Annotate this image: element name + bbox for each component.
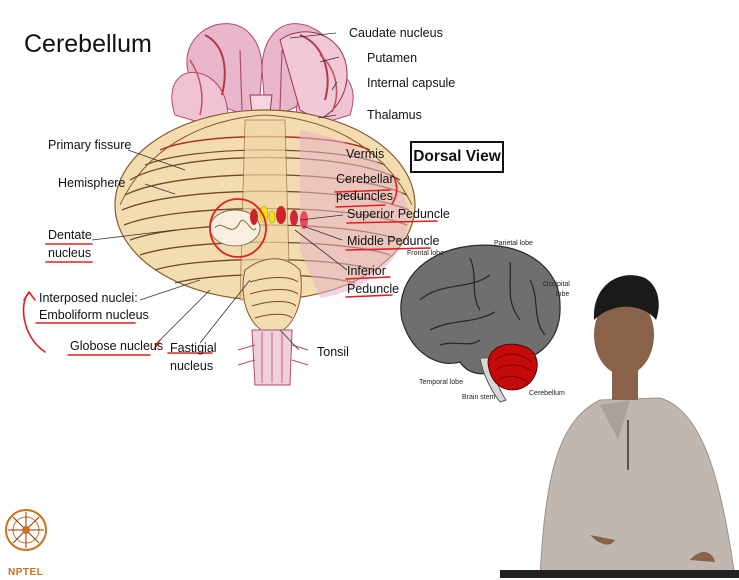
label-fastigial-nucleus-1: Fastigial	[170, 341, 217, 355]
label-vermis: Vermis	[346, 147, 384, 161]
label-tonsil: Tonsil	[317, 345, 349, 359]
label-putamen: Putamen	[367, 51, 417, 65]
label-hemisphere: Hemisphere	[58, 176, 125, 190]
inset-label-temporal-lobe: Temporal lobe	[419, 379, 463, 387]
label-emboliform-nucleus: Emboliform nucleus	[39, 308, 149, 322]
inset-label-frontal-lobe: Frontal lobe	[407, 250, 444, 258]
label-middle-peduncle: Middle Peduncle	[347, 234, 439, 248]
dorsal-view-label: Dorsal View	[410, 141, 504, 173]
label-caudate-nucleus: Caudate nucleus	[349, 26, 443, 40]
label-inferior-peduncle-1: Inferior	[347, 264, 386, 278]
label-interposed-nuclei: Interposed nuclei:	[39, 291, 138, 305]
label-globose-nucleus: Globose nucleus	[70, 339, 163, 353]
label-dentate-nucleus-2: nucleus	[48, 246, 91, 260]
label-inferior-peduncle-2: Peduncle	[347, 282, 399, 296]
label-dentate-nucleus-1: Dentate	[48, 228, 92, 242]
label-fastigial-nucleus-2: nucleus	[170, 359, 213, 373]
label-thalamus: Thalamus	[367, 108, 422, 122]
label-cerebellar-peduncles-1: Cerebellar	[336, 172, 394, 186]
label-primary-fissure: Primary fissure	[48, 138, 131, 152]
inset-label-brain-stem: Brain stem	[462, 394, 495, 402]
nptel-logo	[6, 510, 46, 550]
label-cerebellar-peduncles-2: peduncles	[336, 189, 393, 203]
inset-label-occipital-lobe-1: Occipital	[543, 281, 570, 289]
inset-label-cerebellum: Cerebellum	[529, 390, 565, 398]
inset-label-occipital-lobe-2: lobe	[556, 291, 569, 299]
label-superior-peduncle: Superior Peduncle	[347, 207, 450, 221]
label-internal-capsule: Internal capsule	[367, 76, 455, 90]
inset-label-parietal-lobe: Parietal lobe	[494, 240, 533, 248]
